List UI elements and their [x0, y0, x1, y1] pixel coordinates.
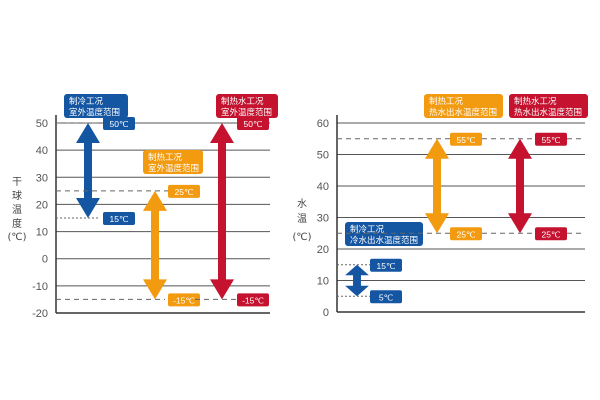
y-tick-label: 60: [317, 118, 329, 130]
max-value-badge: [237, 117, 269, 130]
y-axis-label: 干: [12, 177, 22, 188]
y-axis-label: 水: [297, 198, 307, 210]
min-value-label: -15℃: [173, 295, 195, 305]
double-arrow-icon: [345, 264, 369, 297]
y-tick-label: 10: [36, 227, 48, 239]
min-value-label: 5℃: [379, 292, 394, 302]
y-tick-label: 50: [317, 150, 329, 162]
double-arrow-icon: [143, 190, 167, 300]
y-tick-label: 30: [317, 213, 329, 225]
min-value-badge: [450, 227, 482, 241]
max-value-badge: [450, 132, 482, 146]
range-title: 室外温度范围: [69, 107, 120, 118]
y-axis-label: (℃): [292, 232, 311, 243]
double-arrow-icon: [508, 138, 532, 234]
min-value-badge: [103, 212, 135, 225]
range-title: 冷水出水温度范围: [350, 235, 418, 246]
max-value-badge: [370, 258, 402, 272]
y-tick-label: -20: [32, 308, 48, 320]
max-value-label: 55℃: [541, 135, 560, 145]
y-tick-label: 20: [36, 199, 48, 211]
range-title: 室外温度范围: [148, 163, 199, 174]
double-arrow-icon: [210, 123, 234, 300]
y-tick-label: 50: [36, 118, 48, 130]
y-tick-label: 30: [36, 172, 48, 184]
max-value-badge: [103, 117, 135, 130]
min-value-label: -15℃: [242, 295, 264, 305]
min-value-badge: [237, 293, 269, 307]
max-value-label: 25℃: [174, 187, 193, 197]
y-tick-label: 40: [36, 145, 48, 157]
range-title: 室外温度范围: [221, 107, 272, 118]
y-axis-label: 球: [12, 189, 22, 202]
range-title-box: [143, 150, 203, 174]
y-axis-label: 温: [12, 204, 22, 216]
range-title-box: [216, 94, 278, 118]
y-tick-label: 0: [42, 254, 48, 266]
min-value-badge: [370, 290, 402, 304]
y-tick-label: 10: [317, 276, 329, 288]
max-value-badge: [168, 184, 200, 198]
range-title: 制热水工况: [514, 96, 557, 107]
max-value-badge: [535, 132, 567, 146]
min-value-badge: [535, 227, 567, 241]
min-value-label: 15℃: [109, 214, 128, 224]
chart-outdoor: 50403020100-10-20干球温度(℃)50℃15℃制冷工况室外温度范围…: [7, 94, 278, 320]
range-title-box: [509, 94, 588, 118]
min-value-badge: [168, 293, 200, 307]
range-title: 制热水工况: [221, 96, 264, 107]
y-tick-label: 40: [317, 181, 329, 193]
y-tick-label: -10: [32, 281, 48, 293]
range-title-box: [424, 94, 503, 118]
double-arrow-icon: [76, 123, 100, 218]
y-axis-label: 度: [12, 217, 22, 230]
range-title: 热水出水温度范围: [514, 107, 582, 118]
double-arrow-icon: [425, 138, 449, 234]
range-title-box: [345, 222, 423, 246]
range-title: 制热工况: [429, 96, 464, 107]
min-value-label: 25℃: [541, 229, 560, 239]
range-title: 制冷工况: [69, 96, 104, 107]
y-tick-label: 0: [323, 307, 329, 319]
max-value-label: 55℃: [456, 135, 475, 145]
range-title: 制热工况: [148, 152, 183, 163]
max-value-label: 50℃: [243, 119, 262, 129]
min-value-label: 25℃: [456, 229, 475, 239]
range-title-box: [64, 94, 128, 118]
y-tick-label: 20: [317, 244, 329, 256]
range-title: 热水出水温度范围: [429, 107, 497, 118]
range-title: 制冷工况: [350, 224, 385, 235]
max-value-label: 50℃: [109, 119, 128, 129]
y-axis-label: (℃): [7, 232, 26, 243]
y-axis-label: 温: [297, 213, 307, 225]
max-value-label: 15℃: [376, 261, 395, 271]
